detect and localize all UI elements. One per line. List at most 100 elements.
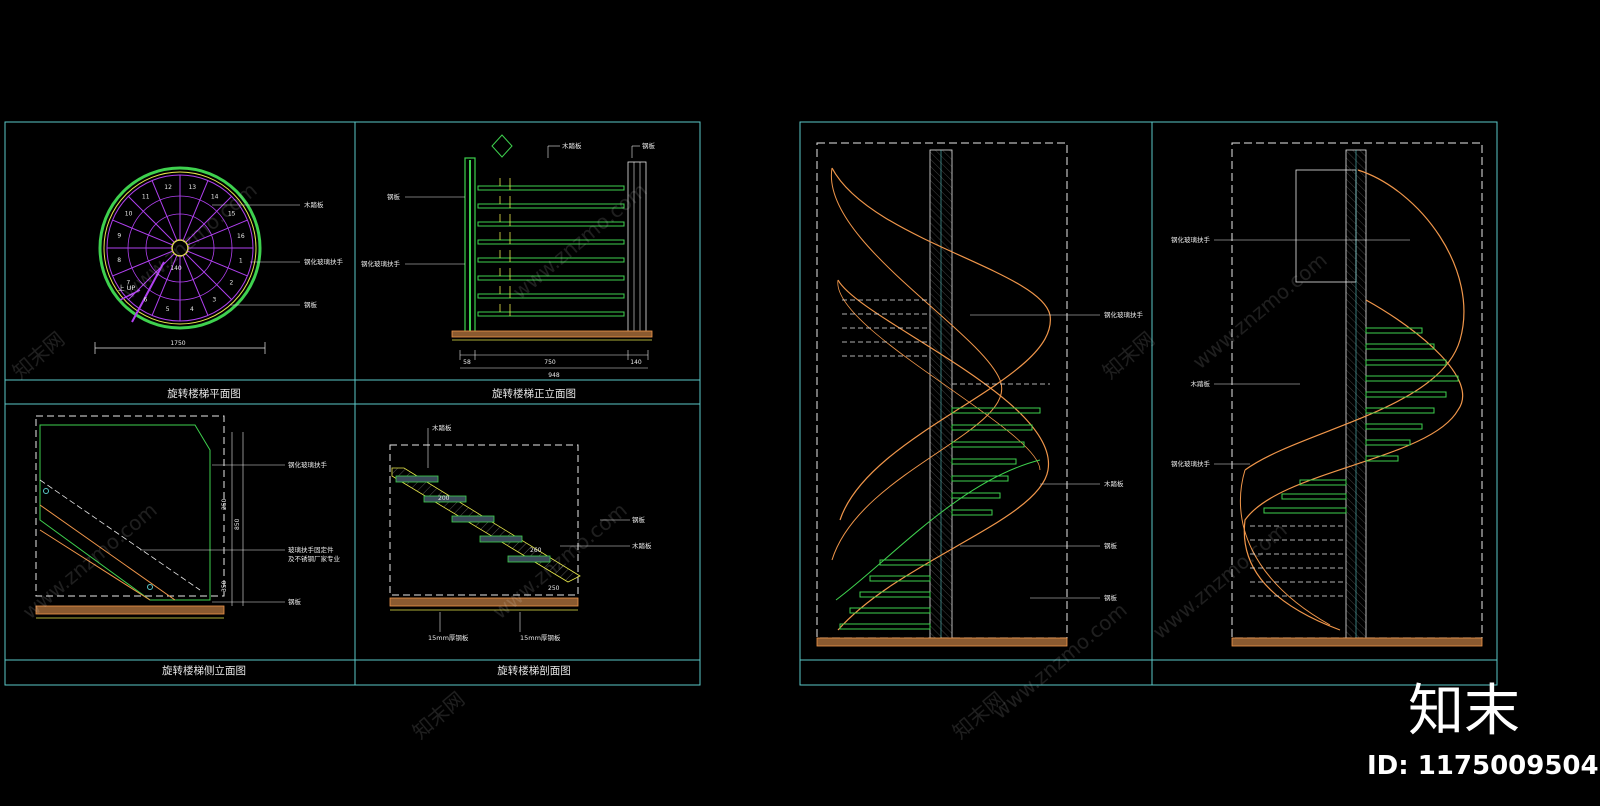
plan-step-number: 7 xyxy=(126,279,130,286)
watermark-cn-4: 知末网 xyxy=(1098,327,1159,384)
side-elevation: 250 850 350 钢化玻璃扶手 玻璃扶手固定件 及不锈钢厂家专业 钢板 xyxy=(35,415,341,619)
elev2-label-glass2: 钢化玻璃扶手 xyxy=(1171,459,1211,468)
section-label-15b: 15mm厚钢板 xyxy=(520,633,561,642)
elev2-tread xyxy=(1365,359,1447,366)
plan-step-number: 9 xyxy=(117,233,121,240)
watermark-cn-2: 知末网 xyxy=(408,687,469,744)
plan-step-number: 13 xyxy=(188,184,196,191)
plan-spoke xyxy=(182,180,209,241)
elev2-tread xyxy=(1281,493,1347,500)
elev2-label-glass: 钢化玻璃扶手 xyxy=(1171,235,1211,244)
front-tread xyxy=(477,257,625,263)
plan-spoke xyxy=(151,255,178,316)
side-label-glass: 钢化玻璃扶手 xyxy=(288,460,328,469)
plan-step-number: 16 xyxy=(237,233,245,240)
plan-step-number: 10 xyxy=(125,210,133,217)
side-dim-c: 350 xyxy=(221,580,228,592)
watermark-site-2: www.znzmo.com xyxy=(508,178,652,304)
plan-spoke xyxy=(187,219,248,246)
elev2-tread xyxy=(1365,423,1423,430)
caption-front: 旋转楼梯正立面图 xyxy=(492,387,576,400)
plan-step-number: 14 xyxy=(211,194,219,201)
plan-spoke xyxy=(128,196,175,243)
front-tread xyxy=(477,185,625,191)
plan-label-wood: 木踏板 xyxy=(304,200,324,209)
elev2-tread xyxy=(1365,375,1459,382)
elev2-tread xyxy=(1365,343,1435,350)
sheet-frames xyxy=(4,121,1498,686)
section-tread xyxy=(507,555,551,563)
plan-spoke xyxy=(151,180,178,241)
plan-spoke xyxy=(182,255,209,316)
plan-step-number: 15 xyxy=(228,211,236,218)
section-tread xyxy=(451,515,495,523)
elev1-label-wood: 木踏板 xyxy=(1104,479,1124,488)
front-dim-total: 948 xyxy=(548,372,560,379)
side-dim-a: 250 xyxy=(221,498,228,510)
plan-step-number: 5 xyxy=(166,306,170,313)
elev1-label-glass: 钢化玻璃扶手 xyxy=(1104,310,1144,319)
watermark-cn-1: 知末网 xyxy=(8,327,69,384)
elev2-tread xyxy=(1365,439,1411,446)
elev2-tread xyxy=(1365,407,1435,414)
elev1-tread xyxy=(951,407,1041,414)
front-label-steel-left: 钢板 xyxy=(387,192,401,201)
front-elevation: 58 750 140 948 木踏板 钢板 钢板 钢化玻璃扶手 xyxy=(361,134,656,379)
elev1-tread xyxy=(951,475,1009,482)
plan-step-number: 6 xyxy=(143,296,147,303)
plan-label-glass: 钢化玻璃扶手 xyxy=(304,257,344,266)
plan-step-number: 12 xyxy=(164,184,172,191)
elev1-label-steel: 钢板 xyxy=(1104,541,1118,550)
plan-step-number: 8 xyxy=(117,257,121,264)
plan-step-number: 2 xyxy=(230,280,234,287)
plan-step-number: 4 xyxy=(190,306,194,313)
spiral-elevation-2: 钢化玻璃扶手 木踏板 钢化玻璃扶手 xyxy=(1171,142,1483,647)
section-label-wood2: 木踏板 xyxy=(632,541,652,550)
section-label-steel: 钢板 xyxy=(632,515,646,524)
elev1-tread xyxy=(879,559,931,566)
front-tread xyxy=(477,275,625,281)
plan-label-steel: 钢板 xyxy=(304,300,318,309)
section-dim-b: 260 xyxy=(530,547,542,554)
elev1-tread xyxy=(869,575,931,582)
plan-spoke xyxy=(112,219,173,246)
watermark-site-3: www.znzmo.com xyxy=(18,498,162,624)
spiral-elevation-1: 钢化玻璃扶手 木踏板 钢板 钢板 xyxy=(816,142,1144,647)
plan-width-dim: 1750 xyxy=(170,340,185,347)
plan-up-label: 上 UP xyxy=(118,283,135,292)
plan-small-dim: 140 xyxy=(170,265,182,272)
elev1-tread xyxy=(951,441,1025,448)
front-tread xyxy=(477,203,625,209)
watermark-site-7: www.znzmo.com xyxy=(1148,518,1292,644)
elev2-tread xyxy=(1299,479,1347,486)
section-view: 木踏板 钢板 木踏板 15mm厚钢板 15mm厚钢板 200 260 250 xyxy=(389,423,652,642)
front-dim-a: 58 xyxy=(463,359,471,366)
elev1-tread xyxy=(839,623,931,630)
front-label-wood: 木踏板 xyxy=(562,141,582,150)
section-label-wood: 木踏板 xyxy=(432,423,452,432)
image-id: ID: 1175009504 xyxy=(1367,751,1599,781)
right-sheet-frame xyxy=(799,121,1498,686)
front-label-steel: 钢板 xyxy=(642,141,656,150)
front-tread xyxy=(477,293,625,299)
side-label-fix2: 及不锈钢厂家专业 xyxy=(288,554,341,563)
front-label-glass: 钢化玻璃扶手 xyxy=(361,259,401,268)
plan-spoke xyxy=(112,250,173,277)
elev2-tread xyxy=(1263,507,1347,514)
section-dim-c: 250 xyxy=(548,585,560,592)
front-dim-c: 140 xyxy=(630,359,642,366)
watermark-site-6: www.znzmo.com xyxy=(1188,248,1332,374)
plan-step-number: 11 xyxy=(142,193,150,200)
section-dim-a: 200 xyxy=(438,495,450,502)
side-label-steel: 钢板 xyxy=(288,597,302,606)
section-tread xyxy=(423,495,467,503)
front-tread xyxy=(477,311,625,317)
plan-step-number: 1 xyxy=(239,257,243,264)
side-dim-b: 850 xyxy=(234,518,241,530)
elev1-tread xyxy=(951,509,993,516)
elev2-tread xyxy=(1365,455,1399,462)
plan-spoke xyxy=(185,253,232,300)
watermark-site-5: www.znzmo.com xyxy=(988,598,1132,724)
caption-section: 旋转楼梯剖面图 xyxy=(497,664,571,677)
